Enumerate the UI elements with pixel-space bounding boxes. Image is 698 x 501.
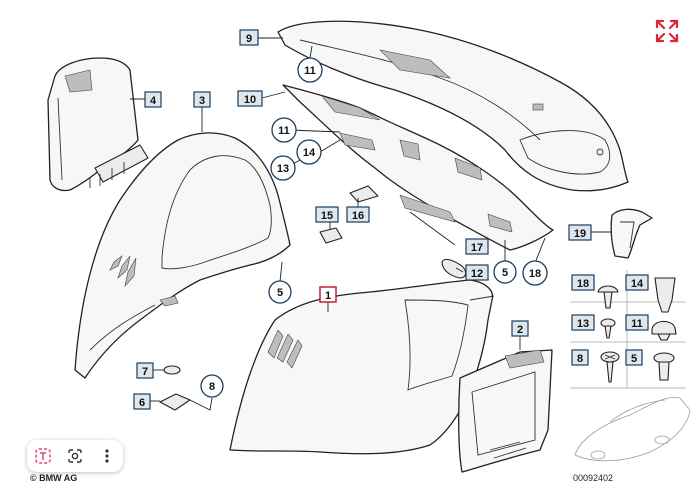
svg-text:11: 11 — [631, 318, 643, 330]
text-select-icon — [35, 448, 51, 464]
callout-5-left[interactable]: 5 — [268, 280, 292, 304]
callout-9[interactable]: 9 — [239, 29, 259, 46]
svg-text:11: 11 — [278, 125, 290, 137]
part-1-luggage-trim — [229, 279, 495, 455]
part-15-clip — [319, 227, 343, 244]
svg-text:2: 2 — [517, 324, 523, 336]
part-16-cover — [349, 185, 379, 203]
callout-19[interactable]: 19 — [568, 224, 592, 241]
part-10-shelf-lower — [282, 84, 554, 251]
part-3-side-trim — [74, 132, 291, 379]
callout-17[interactable]: 17 — [465, 238, 489, 255]
callout-11-top[interactable]: 11 — [297, 57, 323, 83]
lens-search-button[interactable] — [63, 444, 87, 468]
callout-14[interactable]: 14 — [296, 139, 322, 165]
callout-15[interactable]: 15 — [315, 206, 339, 223]
callout-3[interactable]: 3 — [193, 91, 211, 108]
svg-text:17: 17 — [471, 242, 483, 254]
more-vertical-icon — [105, 449, 109, 463]
svg-text:1: 1 — [325, 290, 331, 302]
svg-text:8: 8 — [577, 353, 583, 365]
svg-text:14: 14 — [303, 147, 316, 159]
part-12-cap — [441, 258, 467, 279]
svg-text:19: 19 — [574, 228, 586, 240]
callout-4[interactable]: 4 — [144, 91, 162, 108]
image-toolbar — [27, 440, 123, 472]
svg-text:5: 5 — [631, 353, 637, 365]
callout-16[interactable]: 16 — [346, 206, 370, 223]
callout-5-mid[interactable]: 5 — [493, 260, 517, 284]
svg-text:16: 16 — [352, 210, 364, 222]
callout-18[interactable]: 18 — [522, 260, 548, 286]
svg-text:5: 5 — [277, 287, 283, 299]
callout-12[interactable]: 12 — [465, 264, 489, 281]
callout-2[interactable]: 2 — [511, 320, 529, 337]
part-19-bracket — [610, 208, 653, 259]
part-9-shelf-panel — [277, 20, 629, 192]
part-4-trim-panel — [47, 57, 149, 192]
legend-item-13[interactable]: 13 — [571, 314, 616, 339]
svg-text:10: 10 — [244, 94, 256, 106]
svg-text:14: 14 — [631, 278, 644, 290]
svg-text:11: 11 — [304, 65, 316, 77]
callout-10[interactable]: 10 — [237, 90, 263, 107]
svg-text:18: 18 — [529, 268, 541, 280]
vehicle-silhouette — [574, 397, 691, 462]
copyright-text: © BMW AG — [30, 473, 77, 483]
callout-11-mid[interactable]: 11 — [271, 117, 297, 143]
text-select-button[interactable] — [31, 444, 55, 468]
svg-text:8: 8 — [209, 381, 215, 393]
lens-search-icon — [68, 449, 82, 463]
part-2-frame-panel — [458, 349, 553, 473]
svg-text:18: 18 — [577, 278, 589, 290]
callout-8[interactable]: 8 — [200, 374, 224, 398]
svg-text:13: 13 — [277, 163, 289, 175]
callout-6[interactable]: 6 — [133, 393, 151, 410]
callout-1[interactable]: 1 — [319, 286, 337, 303]
legend-item-18[interactable]: 18 — [571, 274, 619, 309]
legend-item-5[interactable]: 5 — [625, 349, 675, 381]
svg-text:5: 5 — [502, 267, 508, 279]
legend-item-11[interactable]: 11 — [625, 314, 677, 341]
svg-text:13: 13 — [577, 318, 589, 330]
svg-text:3: 3 — [199, 95, 205, 107]
diagram-number: 00092402 — [573, 473, 613, 483]
svg-text:15: 15 — [321, 210, 333, 222]
expand-arrows-icon[interactable] — [654, 18, 680, 44]
more-options-button[interactable] — [95, 444, 119, 468]
svg-text:12: 12 — [471, 268, 483, 280]
svg-text:7: 7 — [142, 366, 148, 378]
legend-item-8[interactable]: 8 — [571, 349, 620, 383]
legend-item-14[interactable]: 14 — [625, 274, 676, 313]
part-7-plug — [163, 365, 181, 375]
svg-text:9: 9 — [246, 33, 252, 45]
leader-lines — [130, 37, 612, 411]
callout-13[interactable]: 13 — [270, 155, 296, 181]
callout-7[interactable]: 7 — [136, 362, 154, 379]
fastener-legend: 18 14 13 11 8 5 — [570, 270, 686, 389]
svg-text:6: 6 — [139, 397, 145, 409]
part-6-clip — [159, 393, 191, 411]
svg-text:4: 4 — [150, 95, 157, 107]
